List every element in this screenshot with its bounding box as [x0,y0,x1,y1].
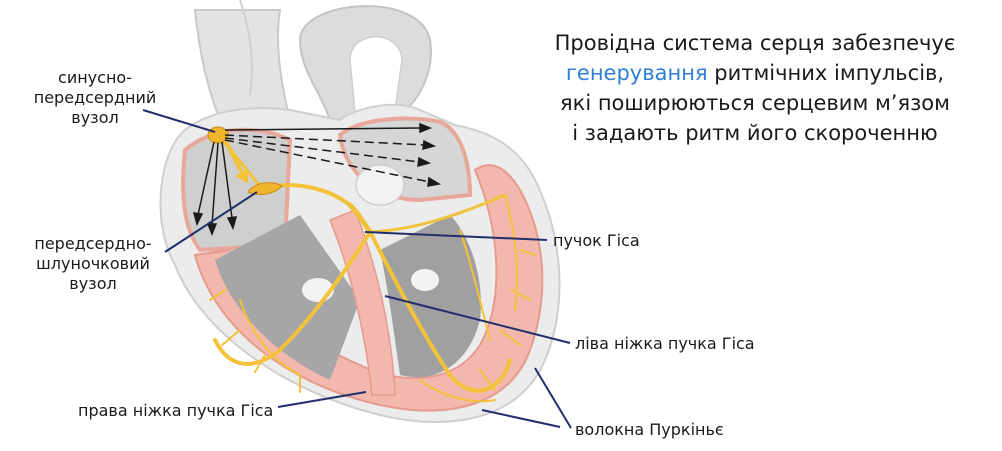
title-line-4: і задають ритм його скороченню [520,118,990,148]
sa-node-label-line-2: передсердний [20,88,170,108]
title-accent-word: генерування [566,61,708,85]
great-vessels [195,0,431,120]
heart-body [161,105,560,422]
title-line-1: Провідна система серця забезпечує [520,28,990,58]
av-node-label-line-1: передсердно- [18,234,168,254]
purkinje-label: волокна Пуркіньє [575,420,724,440]
title-line-2: генерування ритмічних імпульсів, [520,58,990,88]
left-branch-label: ліва ніжка пучка Гіса [575,334,755,354]
av-node-label: передсердно- шлуночковий вузол [18,234,168,294]
his-bundle-label: пучок Гіса [553,231,640,251]
title-line-2-rest: ритмічних імпульсів, [708,61,945,85]
av-node-label-line-2: шлуночковий [18,254,168,274]
right-branch-label: права ніжка пучка Гіса [78,401,273,421]
sa-node-label-line-3: вузол [20,108,170,128]
sa-node-label: синусно- передсердний вузол [20,68,170,128]
diagram-title: Провідна система серця забезпечує генеру… [520,28,990,148]
av-node-label-line-3: вузол [18,274,168,294]
sa-node-label-line-1: синусно- [20,68,170,88]
title-line-3: які поширюються серцевим м’язом [520,88,990,118]
